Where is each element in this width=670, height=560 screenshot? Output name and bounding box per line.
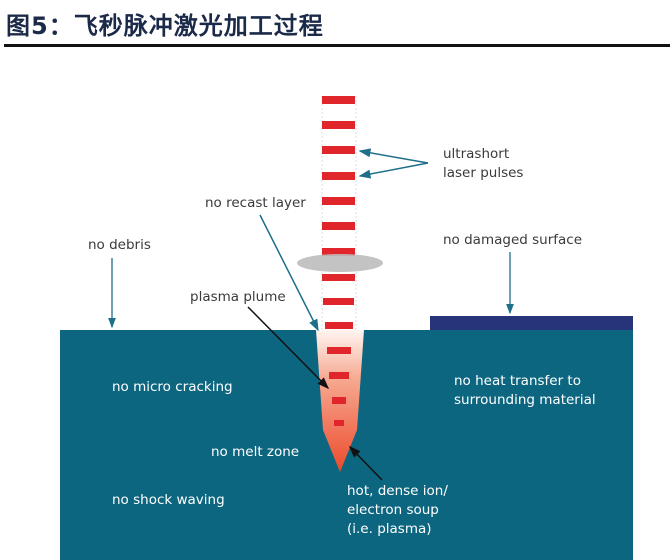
label-no-debris: no debris: [88, 237, 151, 253]
label-laser-pulses: laser pulses: [443, 165, 523, 181]
damaged-surface-layer: [430, 316, 633, 330]
focusing-lens: [297, 254, 383, 272]
label-no-recast-layer: no recast layer: [205, 195, 306, 211]
label-plasma-plume: plasma plume: [190, 289, 286, 305]
label-ultrashort: ultrashort: [443, 146, 509, 162]
label-no-damaged-surface: no damaged surface: [443, 232, 582, 248]
label-no-micro-cracking: no micro cracking: [112, 379, 233, 395]
label-plasma-soup-2: electron soup: [347, 502, 439, 518]
title-divider: [4, 44, 670, 47]
label-no-melt-zone: no melt zone: [211, 444, 299, 460]
label-heat-transfer-1: no heat transfer to: [454, 373, 581, 389]
label-heat-transfer-2: surrounding material: [454, 392, 596, 408]
label-plasma-soup-1: hot, dense ion/: [347, 483, 448, 499]
label-plasma-soup-3: (i.e. plasma): [347, 521, 432, 537]
label-no-shock-waving: no shock waving: [112, 492, 225, 508]
figure-title: 图5：飞秒脉冲激光加工过程: [6, 12, 324, 40]
laser-pulses: [322, 96, 355, 426]
